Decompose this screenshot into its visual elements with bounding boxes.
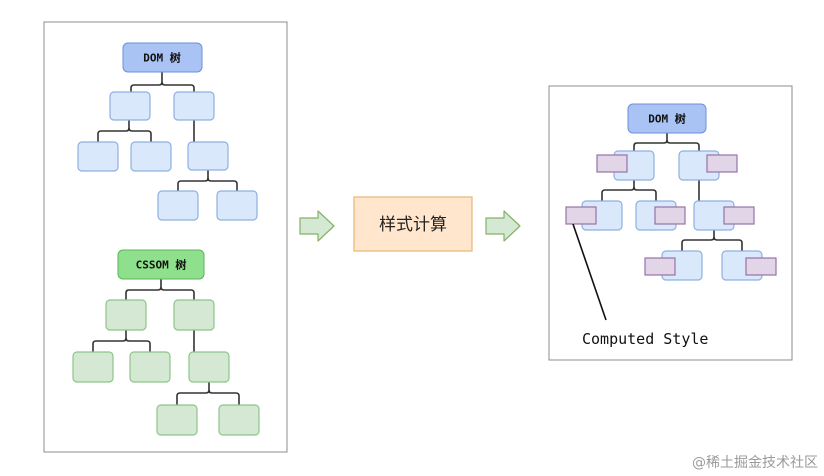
process-label: 样式计算: [379, 215, 447, 235]
cssom-root-label: CSSOM 树: [136, 258, 187, 272]
cssom-node: [218, 404, 260, 436]
annotation-pointer-line: [572, 223, 607, 321]
left-cssom-tree: [92, 279, 240, 405]
dom-node: [187, 141, 229, 171]
computed-style-tag: [644, 257, 676, 276]
cssom-node: [173, 299, 215, 331]
right-dom-root-node: [627, 103, 707, 134]
flow-arrow-right-icon: [485, 210, 521, 242]
edge: [666, 139, 700, 151]
process-node: [353, 196, 473, 252]
edge: [160, 286, 195, 300]
cssom-node: [72, 351, 114, 383]
cssom-node: [129, 351, 171, 383]
left-panel: [43, 21, 288, 453]
left-dom-tree: [97, 72, 238, 191]
dom-node: [130, 141, 172, 172]
cssom-node: [156, 404, 198, 436]
left-dom-root-node: [122, 42, 203, 73]
cssom-root-node: [117, 249, 205, 280]
computed-style-annotation: Computed Style: [582, 330, 708, 348]
flow-arrow-right-icon: [299, 210, 335, 242]
edge: [208, 389, 240, 405]
watermark: @稀土掘金技术社区: [692, 455, 818, 471]
cssom-node: [188, 351, 230, 383]
computed-style-tag: [706, 154, 738, 173]
dom-node: [157, 190, 199, 221]
computed-style-tag: [565, 206, 597, 225]
left-dom-root-label: DOM 树: [143, 51, 181, 65]
dom-node: [216, 190, 258, 221]
computed-style-tag: [745, 257, 777, 276]
edge: [161, 81, 195, 92]
edge: [128, 127, 152, 142]
computed-style-tag: [723, 206, 755, 225]
edge: [713, 236, 743, 251]
dom-node: [173, 91, 215, 121]
dom-node: [109, 91, 151, 121]
computed-style-tag: [596, 154, 628, 173]
dom-node: [77, 141, 119, 172]
edge: [633, 186, 657, 201]
edge: [207, 177, 238, 191]
computed-style-tag: [654, 206, 686, 225]
edge: [125, 337, 151, 352]
right-dom-root-label: DOM 树: [648, 112, 686, 126]
cssom-node: [105, 299, 147, 331]
right-dom-tree: [601, 133, 743, 251]
